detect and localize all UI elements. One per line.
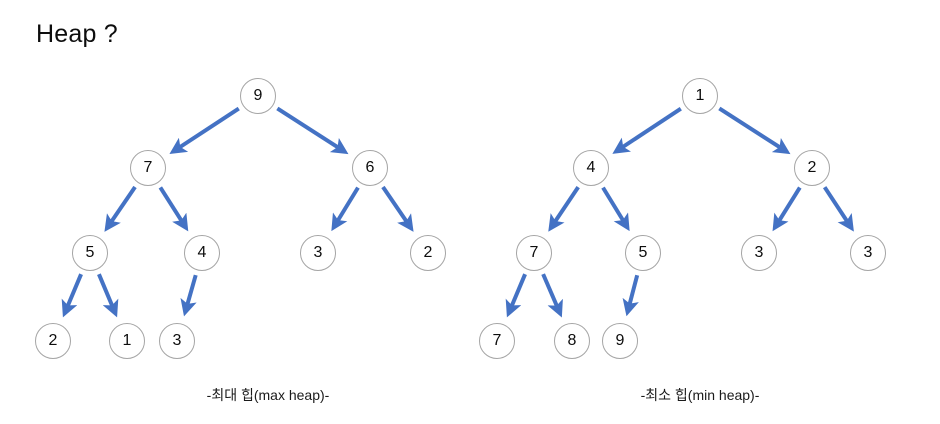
tree-node: 2 [410,235,446,271]
tree-node: 2 [794,150,830,186]
tree-edge-arrow [61,273,83,318]
tree-edge-arrow [622,274,640,317]
tree-node: 3 [741,235,777,271]
tree-node: 1 [682,78,718,114]
tree-node: 7 [130,150,166,186]
tree-edge-arrow [612,107,682,154]
tree-node: 4 [184,235,220,271]
tree-node: 3 [159,323,195,359]
tree-edge-arrow [601,186,630,232]
tree-node: 4 [573,150,609,186]
tree-node: 6 [352,150,388,186]
tree-node: 7 [479,323,515,359]
tree-node: 2 [35,323,71,359]
tree-caption: -최소 힙(min heap)- [640,387,760,403]
tree-edge-arrow [97,273,119,318]
tree-node: 3 [850,235,886,271]
tree-node: 1 [109,323,145,359]
tree-edge-arrow [505,273,527,318]
tree-caption: -최대 힙(max heap)- [206,387,330,403]
page-title: Heap ? [36,20,118,48]
tree-node: 7 [516,235,552,271]
tree-edge-arrow [331,186,360,232]
tree-edge-arrow [169,106,240,154]
tree-edge-arrow [718,106,791,155]
tree-node: 3 [300,235,336,271]
tree-edge-arrow [180,274,198,317]
tree-edge-arrow [381,185,414,232]
tree-node: 9 [602,323,638,359]
tree-edge-arrow [104,185,137,232]
tree-node: 9 [240,78,276,114]
edges-group [61,106,854,318]
tree-edge-arrow [276,106,349,155]
tree-edge-arrow [158,186,189,232]
tree-node: 8 [554,323,590,359]
tree-node: 5 [625,235,661,271]
tree-node: 5 [72,235,108,271]
tree-edge-arrow [541,273,563,318]
tree-edge-arrow [822,186,854,232]
tree-edge-arrow [772,186,802,232]
tree-edge-arrow [548,185,580,232]
